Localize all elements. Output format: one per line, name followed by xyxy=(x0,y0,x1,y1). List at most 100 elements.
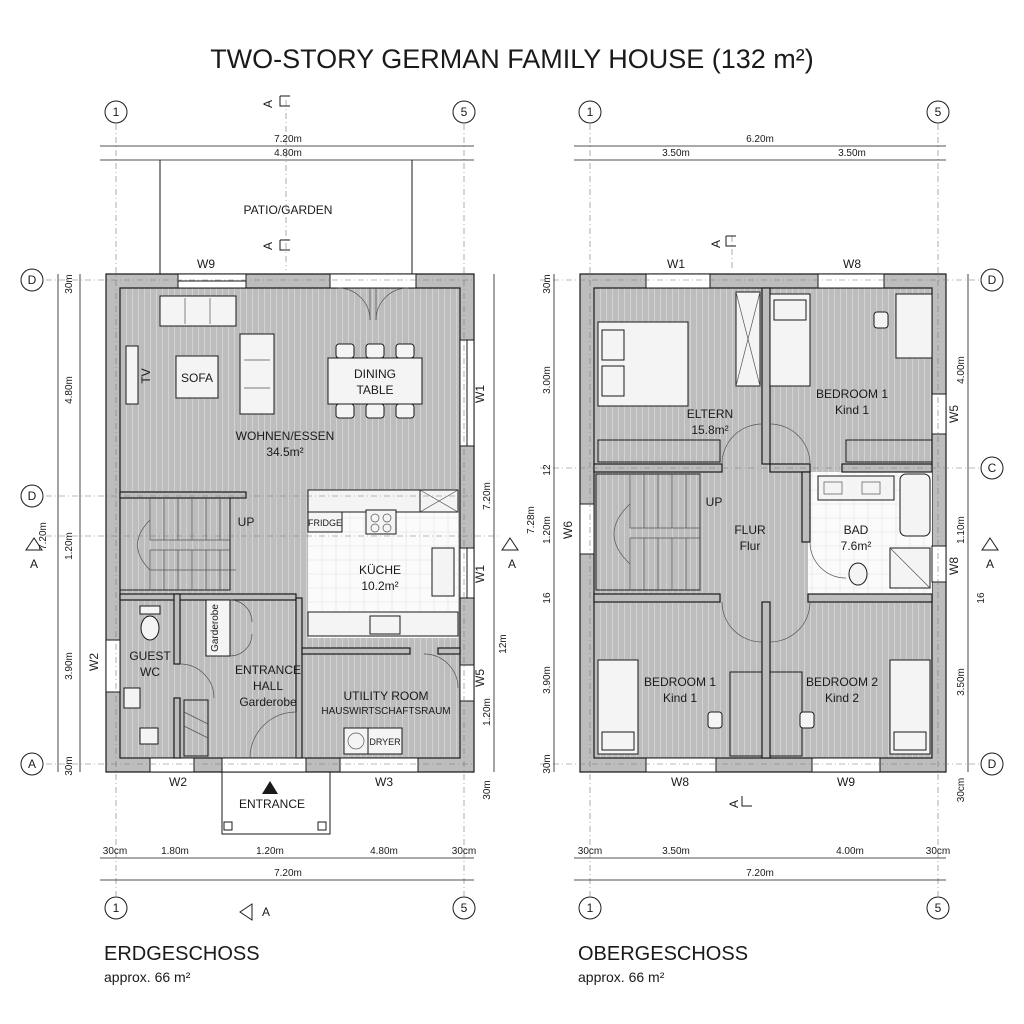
utility-label-2: HAUSWIRTSCHAFTSRAUM xyxy=(321,706,450,717)
dryer xyxy=(367,727,403,755)
eltern-name: ELTERN xyxy=(687,407,733,421)
svg-text:30m: 30m xyxy=(542,754,553,773)
dryer-label: DRYER xyxy=(369,737,401,747)
dim-bottom-d: 4.80m xyxy=(370,846,398,857)
kitchen-counter-top xyxy=(307,489,459,513)
svg-text:7.28m: 7.28m xyxy=(526,506,537,534)
window-w2 xyxy=(149,757,195,773)
entrance-door-gap xyxy=(221,757,307,773)
svg-text:A: A xyxy=(986,557,994,571)
dim-left-d: 3.90m xyxy=(64,652,75,680)
hall-label-2: HALL xyxy=(253,679,283,693)
eltern-area: 15.8m² xyxy=(691,423,728,437)
stair-wall-top xyxy=(119,491,247,499)
upper-grid-bubble-1-bottom xyxy=(578,896,602,920)
armchair xyxy=(239,333,275,415)
kitchen-name: KÜCHE xyxy=(359,563,401,577)
sofa-cushion xyxy=(175,355,219,399)
grid-label-a: A xyxy=(28,757,36,771)
desk-top xyxy=(895,293,933,359)
upper-w6-label: W6 xyxy=(561,521,575,539)
dim-left-total: 7.20m xyxy=(38,522,49,550)
dim-right-c: 1.20m xyxy=(482,698,493,726)
dim-bottom-c: 1.20m xyxy=(256,846,284,857)
svg-text:5: 5 xyxy=(935,105,942,119)
upper-window-w6 xyxy=(579,503,595,555)
upper-window-w9 xyxy=(811,757,881,773)
hall-label-1: ENTRANCE xyxy=(235,663,301,677)
grid-label-d2: D xyxy=(28,489,37,503)
grid-label-1-top: 1 xyxy=(113,105,120,119)
upper-wall-bath xyxy=(801,471,811,543)
grid-label-5-bottom: 5 xyxy=(461,901,468,915)
grid-label-d1: D xyxy=(28,273,37,287)
fridge xyxy=(307,511,343,533)
window-w9-label: W9 xyxy=(197,257,215,271)
ground-floor-name: ERDGESCHOSS xyxy=(104,943,260,965)
upper-window-w1 xyxy=(645,273,711,289)
ground-floor-area: approx. 66 m² xyxy=(104,969,191,985)
upper-grid-bubble-d xyxy=(980,268,1004,292)
upper-window-w8-right xyxy=(931,545,947,583)
page-title: TWO-STORY GERMAN FAMILY HOUSE (132 m²) xyxy=(210,44,814,74)
hall-wall-top xyxy=(119,593,297,601)
dim-left-e: 30m xyxy=(64,756,75,775)
dim-bottom-e: 30cm xyxy=(452,846,476,857)
svg-text:3.50m: 3.50m xyxy=(662,846,690,857)
svg-text:3.50m: 3.50m xyxy=(956,668,967,696)
dim-top-total: 7.20m xyxy=(274,134,302,145)
grid-bubble-a xyxy=(20,752,44,776)
dim-top-inner: 4.80m xyxy=(274,148,302,159)
window-w5-label: W5 xyxy=(473,669,487,687)
bedroom2-sub: Kind 2 xyxy=(825,691,859,705)
svg-text:7.20m: 7.20m xyxy=(746,868,774,879)
svg-text:16: 16 xyxy=(976,592,987,604)
hall-bench xyxy=(183,699,209,757)
svg-text:30cm: 30cm xyxy=(578,846,602,857)
upper-section-marker-right xyxy=(981,537,999,551)
wc-wall xyxy=(173,593,181,665)
double-vanity xyxy=(817,475,895,501)
window-w2-left xyxy=(105,639,121,693)
kitchen-sink xyxy=(431,547,455,597)
dining-table xyxy=(327,357,423,405)
dim-right-d: 30m xyxy=(482,780,493,799)
svg-text:A: A xyxy=(727,800,741,808)
upper-floor-area: approx. 66 m² xyxy=(578,969,665,985)
bathtub xyxy=(899,473,931,537)
flur-sub: Flur xyxy=(740,539,761,553)
dim-left-c: 1.20m xyxy=(64,532,75,560)
dim-bottom-b: 1.80m xyxy=(161,846,189,857)
svg-text:12: 12 xyxy=(542,464,553,476)
grid-bubble-d1 xyxy=(20,268,44,292)
bedroom1-top-name: BEDROOM 1 xyxy=(816,387,888,401)
svg-text:1.20m: 1.20m xyxy=(542,516,553,544)
upper-grid-bubble-1-top xyxy=(578,100,602,124)
svg-text:1: 1 xyxy=(587,105,594,119)
bedroom1-top-sub: Kind 1 xyxy=(835,403,869,417)
dining-chairs xyxy=(335,343,415,419)
upper-dim-top-b: 3.50m xyxy=(838,148,866,159)
staircase xyxy=(119,497,231,591)
window-w2-label: W2 xyxy=(169,775,187,789)
section-marker-bottom xyxy=(239,903,253,921)
bath-name: BAD xyxy=(844,523,869,537)
svg-text:1: 1 xyxy=(587,901,594,915)
ground-floor-plan: SOFA TV DINING TABLE WOHNEN/ESSEN 34.5m² xyxy=(20,95,519,985)
section-marker-right xyxy=(501,537,519,551)
dim-bottom-total: 7.20m xyxy=(274,868,302,879)
tv-label: TV xyxy=(139,368,153,383)
svg-text:5: 5 xyxy=(935,901,942,915)
svg-text:30m: 30m xyxy=(542,274,553,293)
svg-text:D: D xyxy=(988,273,997,287)
grid-bubble-1-bottom xyxy=(104,896,128,920)
upper-grid-bubble-d2 xyxy=(980,752,1004,776)
svg-text:A: A xyxy=(261,242,275,250)
stairs-up-label: UP xyxy=(238,515,255,529)
entrance-arrow-icon xyxy=(262,781,278,794)
bedroom2-name: BEDROOM 2 xyxy=(806,675,878,689)
bedroom1-bottom-sub: Kind 1 xyxy=(663,691,697,705)
utility-label: UTILITY ROOM xyxy=(343,689,428,703)
patio-door xyxy=(329,273,417,289)
